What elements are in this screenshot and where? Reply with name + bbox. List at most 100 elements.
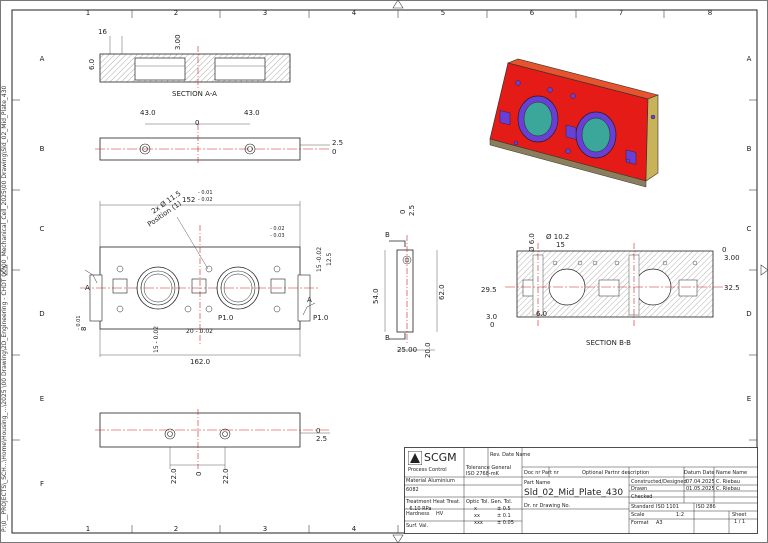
zone-row-b-r: B	[746, 145, 752, 153]
fit-row-2-a: xx	[474, 513, 480, 519]
side-view-dim-0: 0	[399, 209, 407, 214]
general-tolerance-std: ISO 2768-mK	[466, 471, 499, 477]
fit-row-3-b: ± 0.05	[497, 520, 514, 526]
constructed-date: 07.04.2025	[686, 479, 715, 485]
isometric-render	[489, 58, 659, 188]
top-view-dim-left: 43.0	[140, 109, 156, 117]
bottom-view-dim-center: 0	[195, 471, 203, 476]
section-aa-label: SECTION A-A	[172, 90, 217, 98]
rev-header: Rev. Date Name	[490, 452, 531, 458]
front-view	[80, 201, 320, 357]
zone-row-c-r: C	[746, 225, 752, 233]
zone-row-d: D	[39, 310, 45, 318]
treatment-value: - 6.10 RPa	[406, 506, 432, 512]
zone-col-4-b: 4	[351, 525, 357, 533]
top-view	[95, 123, 330, 165]
section-aa-dim-16: 16	[98, 28, 107, 36]
section-bb-view	[505, 243, 727, 327]
general-tolerance-label: Tolerance General	[466, 465, 512, 471]
standard-value: ISO 1101	[656, 504, 679, 510]
hardness-value: HV	[436, 511, 444, 517]
top-view-dim-25: 2.5	[332, 139, 344, 147]
side-view-dim-62: 62.0	[438, 284, 446, 300]
zone-col-2-b: 2	[173, 525, 179, 533]
side-view	[384, 235, 438, 351]
scale-value: 1:2	[676, 512, 685, 518]
zone-row-d-r: D	[746, 310, 752, 318]
checked-label: Checked	[631, 494, 653, 500]
material-label: Material	[406, 478, 427, 484]
bottom-view-dim-25: 2.5	[316, 435, 328, 443]
format-label: Format	[631, 520, 649, 526]
drawn-label: Drawn	[631, 486, 648, 492]
front-view-dim-152: 152	[182, 196, 196, 204]
front-view-label-p1b: P1.0	[313, 314, 329, 322]
constructed-label: Constructed/Designed	[631, 479, 687, 485]
zone-col-1: 1	[85, 9, 91, 17]
section-bb-dim-hole: Ø 10.2	[546, 233, 570, 241]
front-view-dim-side2: 12.5	[326, 252, 333, 266]
zone-col-1-b: 1	[85, 525, 91, 533]
front-view-dim-20: 20 - 0.02	[186, 328, 213, 335]
bottom-view-dim-left: 22.0	[170, 468, 178, 484]
bottom-view-dim-right: 22.0	[222, 468, 230, 484]
side-view-dim-25-00: 25.00	[397, 346, 418, 354]
part-name: Sld_02_Mid_Plate_430	[524, 488, 624, 498]
standard-value-2: ISO 286	[696, 504, 716, 510]
front-view-dim-left-tol: - 0.01	[76, 315, 82, 330]
zone-row-e-r: E	[746, 395, 752, 403]
section-bb-dim-left-b: 3.0	[486, 313, 498, 321]
zone-col-8: 8	[707, 9, 713, 17]
scale-label: Scale	[631, 512, 645, 518]
drawn-date: 01.05.2025	[686, 486, 715, 492]
bottom-view	[95, 409, 330, 469]
top-view-dim-right: 43.0	[244, 109, 260, 117]
section-bb-dim-left-c: 0	[490, 321, 495, 329]
zone-col-5: 5	[440, 9, 446, 17]
doc-number-label: Doc nr Part nr	[524, 470, 559, 476]
zone-col-6: 6	[529, 9, 535, 17]
material-value: Aluminium	[428, 478, 455, 484]
section-bb-label: SECTION B-B	[586, 339, 631, 347]
dates-header: Datum Date Name Name	[684, 470, 748, 476]
fit-row-2-b: ± 0.1	[497, 513, 511, 519]
title-block-grid	[404, 447, 758, 534]
sheet-value: 1 / 1	[734, 519, 746, 525]
top-view-dim-center: 0	[195, 119, 200, 127]
section-aa-dim-60: 6.0	[88, 58, 96, 70]
zone-row-a: A	[39, 55, 45, 63]
zone-row-b: B	[39, 145, 45, 153]
side-view-dim-54: 54.0	[372, 288, 380, 304]
section-bb-dim-hole-depth: 15	[556, 241, 565, 249]
front-view-label-a: A	[85, 284, 90, 292]
standard-label: Standard	[631, 504, 654, 510]
company-logo	[408, 451, 422, 465]
drawn-name: C. Riebau	[716, 486, 741, 492]
front-view-dim-right-a: - 0.02	[270, 226, 285, 232]
zone-col-3: 3	[262, 9, 268, 17]
zone-row-a-r: A	[746, 55, 752, 63]
section-bb-dim-right-b: 3.00	[724, 254, 740, 262]
finish-label: Surf. Val.	[406, 523, 429, 529]
section-bb-dim-left-a: 29.5	[481, 286, 497, 294]
format-value: A3	[656, 520, 663, 526]
material-grade: 6082	[406, 487, 419, 493]
constructed-name: C. Riebau	[716, 479, 741, 485]
file-path-caption: P:\0__PROJECTS\_SCH...\Home\Housing_...\…	[1, 85, 8, 532]
section-bb-dim-right-c: 32.5	[724, 284, 740, 292]
side-view-dim-20: 20.0	[424, 342, 432, 358]
fits-header: Optic Tol. Gen. Tol.	[466, 499, 513, 505]
zone-row-c: C	[39, 225, 45, 233]
drawing-no-label: Dr. nr Drawing No.	[524, 503, 571, 509]
fit-row-1-a: x	[474, 506, 477, 512]
front-view-tol-upper: - 0.01	[198, 190, 213, 196]
section-aa-dim-300: 3.00	[174, 34, 182, 50]
zone-col-7: 7	[618, 9, 624, 17]
sheet-label: Sheet	[732, 512, 747, 518]
front-view-dim-right-b: - 0.03	[270, 233, 285, 239]
front-view-label-a2: A	[307, 296, 312, 304]
front-view-label-p1: P1.0	[218, 314, 234, 322]
front-view-dim-162: 162.0	[190, 358, 211, 366]
fit-row-1-b: ± 0.5	[497, 506, 511, 512]
zone-col-4: 4	[351, 9, 357, 17]
